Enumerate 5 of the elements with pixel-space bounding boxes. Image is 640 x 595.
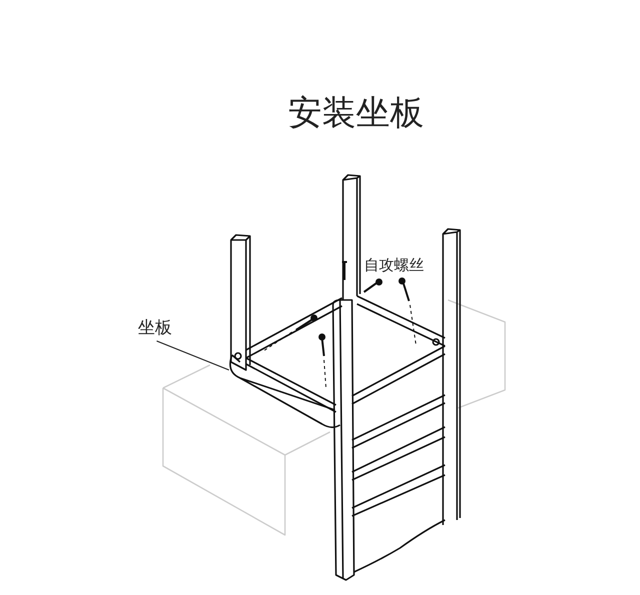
seat-board-drawing (229, 354, 341, 428)
part-label: 坐板 (138, 318, 172, 338)
title: 安装坐板 (288, 92, 424, 135)
part-label: 自攻螺丝 (364, 256, 424, 275)
leader-line (156, 340, 230, 371)
